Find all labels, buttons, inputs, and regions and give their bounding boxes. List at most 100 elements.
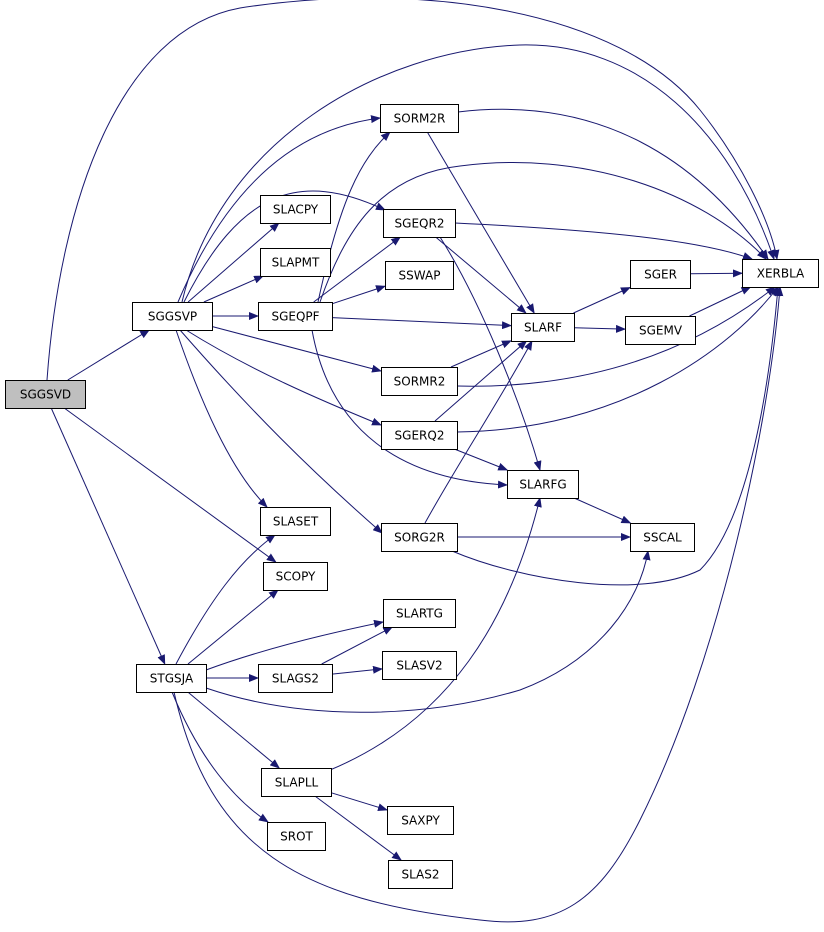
node-label: SAXPY: [401, 814, 440, 828]
edge-sggsvp-to-sgerq2: [185, 329, 382, 426]
edge-sgeqpf-to-slarfg: [311, 329, 508, 489]
edge-sgeqpf-to-sswap: [331, 285, 386, 305]
node-label: SLASET: [273, 515, 319, 529]
edge-sggsvp-to-xerbla: [181, 44, 775, 303]
node-sscal[interactable]: SSCAL: [630, 523, 695, 552]
node-box: [382, 651, 457, 680]
node-sger[interactable]: SGER: [630, 260, 691, 289]
edge-sgerq2-to-slarfg: [454, 448, 509, 471]
edge-sggsvp-to-slacpy: [187, 222, 280, 303]
edge-sgeqr2-to-slarf: [435, 236, 527, 314]
edge-stgsja-to-slartg: [205, 619, 384, 671]
edge-sorm2r-to-xerbla: [457, 108, 769, 260]
node-label: SGERQ2: [395, 429, 445, 443]
node-sggsvd[interactable]: SGGSVD: [5, 380, 86, 409]
edge-sgeqpf-to-xerbla: [319, 162, 767, 303]
node-box: [630, 523, 695, 552]
edge-stgsja-to-srot: [171, 691, 269, 823]
node-box: [260, 195, 331, 224]
node-slarfg[interactable]: SLARFG: [507, 470, 579, 499]
node-xerbla[interactable]: XERBLA: [742, 259, 819, 288]
edge-sggsvp-to-slapmt: [203, 275, 265, 303]
node-slags2[interactable]: SLAGS2: [258, 664, 333, 693]
node-sorg2r[interactable]: SORG2R: [381, 523, 458, 552]
edge-stgsja-to-xerbla: [173, 286, 784, 923]
node-label: SGGSVP: [148, 310, 197, 324]
node-box: [260, 507, 331, 536]
node-box: [136, 664, 207, 693]
node-box: [132, 302, 213, 331]
node-box: [261, 768, 332, 797]
node-box: [511, 313, 575, 342]
edge-stgsja-to-scopy: [187, 589, 279, 665]
node-box: [625, 316, 696, 345]
edge-sggsvp-to-slaset: [175, 329, 268, 508]
edge-slapll-to-slarfg: [329, 497, 542, 771]
node-label: SGEMV: [639, 324, 683, 338]
node-box: [5, 380, 86, 409]
node-slartg[interactable]: SLARTG: [383, 599, 456, 628]
node-slas2[interactable]: SLAS2: [388, 860, 453, 889]
node-sorm2r[interactable]: SORM2R: [380, 104, 459, 133]
node-stgsja[interactable]: STGSJA: [136, 664, 207, 693]
node-slacpy[interactable]: SLACPY: [260, 195, 331, 224]
edge-sggsvd-to-scopy: [63, 407, 277, 563]
node-slapmt[interactable]: SLAPMT: [260, 248, 331, 277]
node-box: [380, 104, 459, 133]
node-box: [258, 302, 333, 331]
node-label: SLARTG: [396, 607, 443, 621]
node-label: SGEQPF: [271, 310, 319, 324]
node-sswap[interactable]: SSWAP: [385, 261, 454, 290]
node-sgeqpf[interactable]: SGEQPF: [258, 302, 333, 331]
edge-sgeqr2-to-xerbla: [454, 222, 753, 260]
node-label: SLARF: [524, 321, 562, 335]
node-label: SLACPY: [273, 203, 319, 217]
node-label: SORG2R: [394, 531, 445, 545]
node-box: [258, 664, 333, 693]
node-label: SCOPY: [276, 570, 316, 584]
edge-slapll-to-slas2: [314, 795, 402, 861]
node-sormr2[interactable]: SORMR2: [381, 367, 458, 396]
node-label: XERBLA: [757, 267, 805, 281]
edges-layer: [46, 0, 784, 923]
edge-slags2-to-slasv2: [331, 665, 383, 675]
node-box: [267, 822, 326, 851]
node-box: [260, 248, 331, 277]
edge-stgsja-to-slapll: [187, 691, 280, 769]
node-box: [381, 523, 458, 552]
edge-slarf-to-sger: [573, 287, 631, 314]
edge-slarf-to-sgemv: [573, 324, 626, 333]
edge-sggsvd-to-sggsvp: [67, 329, 151, 381]
node-slapll[interactable]: SLAPLL: [261, 768, 332, 797]
node-label: SLARFG: [519, 478, 566, 492]
edge-sgerq2-to-slarf: [434, 340, 528, 422]
edge-sgerq2-to-xerbla: [456, 286, 779, 433]
edge-stgsja-to-slaset: [175, 534, 276, 665]
node-box: [383, 599, 456, 628]
nodes-layer: SGGSVD SGGSVP STGSJA SLACPY SLAPMT SGEQPF SLAS…: [5, 104, 819, 889]
node-sgemv[interactable]: SGEMV: [625, 316, 696, 345]
node-box: [630, 260, 691, 289]
edge-sorg2r-to-slarf: [424, 340, 533, 524]
node-srot[interactable]: SROT: [267, 822, 326, 851]
edge-slarfg-to-sscal: [573, 497, 632, 524]
node-label: SORM2R: [394, 112, 446, 126]
node-sgeqr2[interactable]: SGEQR2: [383, 209, 456, 238]
node-scopy[interactable]: SCOPY: [263, 562, 328, 591]
node-slarf[interactable]: SLARF: [511, 313, 575, 342]
node-slaset[interactable]: SLASET: [260, 507, 331, 536]
node-sgerq2[interactable]: SGERQ2: [381, 421, 458, 450]
node-label: SLAS2: [401, 868, 439, 882]
node-box: [381, 367, 458, 396]
node-label: SLAGS2: [272, 672, 319, 686]
edge-sggsvp-to-sorm2r: [177, 115, 381, 303]
node-box: [388, 860, 453, 889]
edge-sormr2-to-slarf: [450, 340, 512, 368]
node-label: SLAPLL: [275, 776, 319, 790]
node-sggsvp[interactable]: SGGSVP: [132, 302, 213, 331]
node-label: SORMR2: [394, 375, 446, 389]
node-slasv2[interactable]: SLASV2: [382, 651, 457, 680]
node-box: [383, 209, 456, 238]
node-saxpy[interactable]: SAXPY: [387, 806, 454, 835]
